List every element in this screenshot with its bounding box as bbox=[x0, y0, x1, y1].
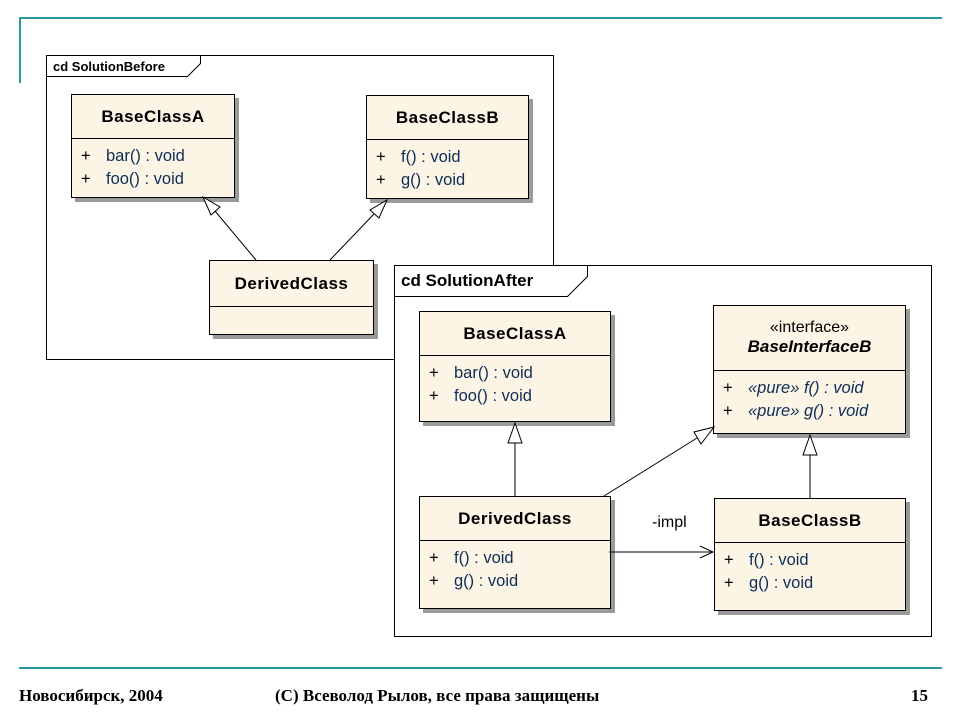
association-arrowhead bbox=[699, 545, 715, 559]
visibility-marker: + bbox=[724, 551, 734, 569]
operation-row: + f() : void bbox=[715, 549, 905, 572]
visibility-marker: + bbox=[429, 572, 439, 590]
class-name-box: BaseClassB bbox=[715, 499, 905, 543]
bottom-rule bbox=[19, 667, 942, 669]
footer-location-year: Новосибирск, 2004 bbox=[19, 686, 163, 705]
operation-signature: «pure» f() : void bbox=[748, 379, 864, 397]
operation-signature: f() : void bbox=[401, 148, 461, 166]
visibility-marker: + bbox=[723, 379, 733, 397]
frame-label-after: cd SolutionAfter bbox=[401, 271, 534, 290]
operations-compartment: + f() : void + g() : void bbox=[420, 541, 610, 593]
operations-compartment: + f() : void + g() : void bbox=[715, 543, 905, 595]
class-before-base-a[interactable]: BaseClassA + bar() : void + foo() : void bbox=[71, 94, 235, 198]
visibility-marker: + bbox=[429, 387, 439, 405]
class-before-derived[interactable]: DerivedClass bbox=[209, 260, 374, 335]
generalization-arrowhead bbox=[507, 421, 523, 444]
realization-edge bbox=[603, 437, 698, 497]
visibility-marker: + bbox=[376, 171, 386, 189]
operations-compartment: + f() : void + g() : void bbox=[367, 140, 528, 192]
operation-row: + foo() : void bbox=[72, 168, 234, 191]
operation-signature: f() : void bbox=[454, 549, 514, 567]
operation-signature: «pure» g() : void bbox=[748, 402, 869, 420]
operation-signature: g() : void bbox=[401, 171, 466, 189]
class-name-box: BaseClassA bbox=[72, 95, 234, 139]
interface-after-base-interface-b[interactable]: «interface» BaseInterfaceB + «pure» f() :… bbox=[713, 305, 906, 434]
frame-label-before: cd SolutionBefore bbox=[53, 58, 165, 74]
operation-signature: g() : void bbox=[749, 574, 814, 592]
operation-row: + g() : void bbox=[367, 169, 528, 192]
class-name: BaseClassB bbox=[758, 510, 862, 530]
visibility-marker: + bbox=[81, 147, 91, 165]
realization-arrowhead bbox=[693, 426, 716, 445]
operation-row: + «pure» f() : void bbox=[714, 377, 905, 400]
class-name: DerivedClass bbox=[458, 508, 572, 528]
operation-row: + f() : void bbox=[367, 146, 528, 169]
operation-signature: bar() : void bbox=[106, 147, 185, 165]
realization-arrowhead bbox=[802, 433, 818, 456]
generalization-edge bbox=[214, 210, 257, 261]
class-name-box: BaseClassB bbox=[367, 96, 528, 140]
operation-signature: foo() : void bbox=[106, 170, 184, 188]
operation-row: + foo() : void bbox=[420, 385, 610, 408]
top-rule bbox=[19, 17, 942, 19]
class-name: BaseClassB bbox=[395, 107, 500, 127]
class-name: DerivedClass bbox=[234, 273, 349, 293]
operation-signature: bar() : void bbox=[454, 364, 533, 382]
frame-tab-outline bbox=[47, 56, 201, 77]
class-name-box: DerivedClass bbox=[420, 497, 610, 541]
footer-copyright: (C) Всеволод Рылов, все права защищены bbox=[275, 686, 600, 705]
operations-compartment: + bar() : void + foo() : void bbox=[420, 356, 610, 408]
operation-signature: f() : void bbox=[749, 551, 809, 569]
visibility-marker: + bbox=[724, 574, 734, 592]
operation-signature: g() : void bbox=[454, 572, 519, 590]
class-name-box: BaseClassA bbox=[420, 312, 610, 356]
operation-row: + bar() : void bbox=[420, 362, 610, 385]
frame-tab-before: cd SolutionBefore bbox=[47, 56, 202, 77]
left-rule bbox=[19, 17, 21, 83]
generalization-arrowhead bbox=[201, 195, 221, 216]
operation-row: + f() : void bbox=[420, 547, 610, 570]
class-after-derived[interactable]: DerivedClass + f() : void + g() : void bbox=[419, 496, 611, 609]
visibility-marker: + bbox=[723, 402, 733, 420]
class-after-base-a[interactable]: BaseClassA + bar() : void + foo() : void bbox=[419, 311, 611, 422]
operation-signature: foo() : void bbox=[454, 387, 532, 405]
association-role-label: -impl bbox=[652, 514, 687, 531]
operation-row: + g() : void bbox=[715, 572, 905, 595]
operations-compartment: + bar() : void + foo() : void bbox=[72, 139, 234, 191]
interface-stereotype: «interface» bbox=[769, 319, 850, 336]
class-name-box: DerivedClass bbox=[210, 261, 373, 307]
generalization-edge bbox=[329, 213, 375, 261]
visibility-marker: + bbox=[81, 170, 91, 188]
frame-tab-after: cd SolutionAfter bbox=[395, 266, 588, 297]
class-name: BaseClassA bbox=[101, 106, 205, 126]
class-name: BaseClassA bbox=[463, 323, 567, 343]
interface-name-box: «interface» BaseInterfaceB bbox=[714, 306, 905, 371]
class-before-base-b[interactable]: BaseClassB + f() : void + g() : void bbox=[366, 95, 529, 199]
operation-row: + g() : void bbox=[420, 570, 610, 593]
frame-tab-outline bbox=[395, 266, 588, 297]
operations-compartment: + «pure» f() : void + «pure» g() : void bbox=[714, 371, 905, 423]
interface-name: BaseInterfaceB bbox=[747, 337, 872, 356]
page-number: 15 bbox=[911, 686, 928, 705]
visibility-marker: + bbox=[376, 148, 386, 166]
operation-row: + «pure» g() : void bbox=[714, 400, 905, 423]
operation-row: + bar() : void bbox=[72, 145, 234, 168]
class-after-base-b[interactable]: BaseClassB + f() : void + g() : void bbox=[714, 498, 906, 611]
visibility-marker: + bbox=[429, 364, 439, 382]
visibility-marker: + bbox=[429, 549, 439, 567]
generalization-arrowhead bbox=[369, 198, 389, 219]
